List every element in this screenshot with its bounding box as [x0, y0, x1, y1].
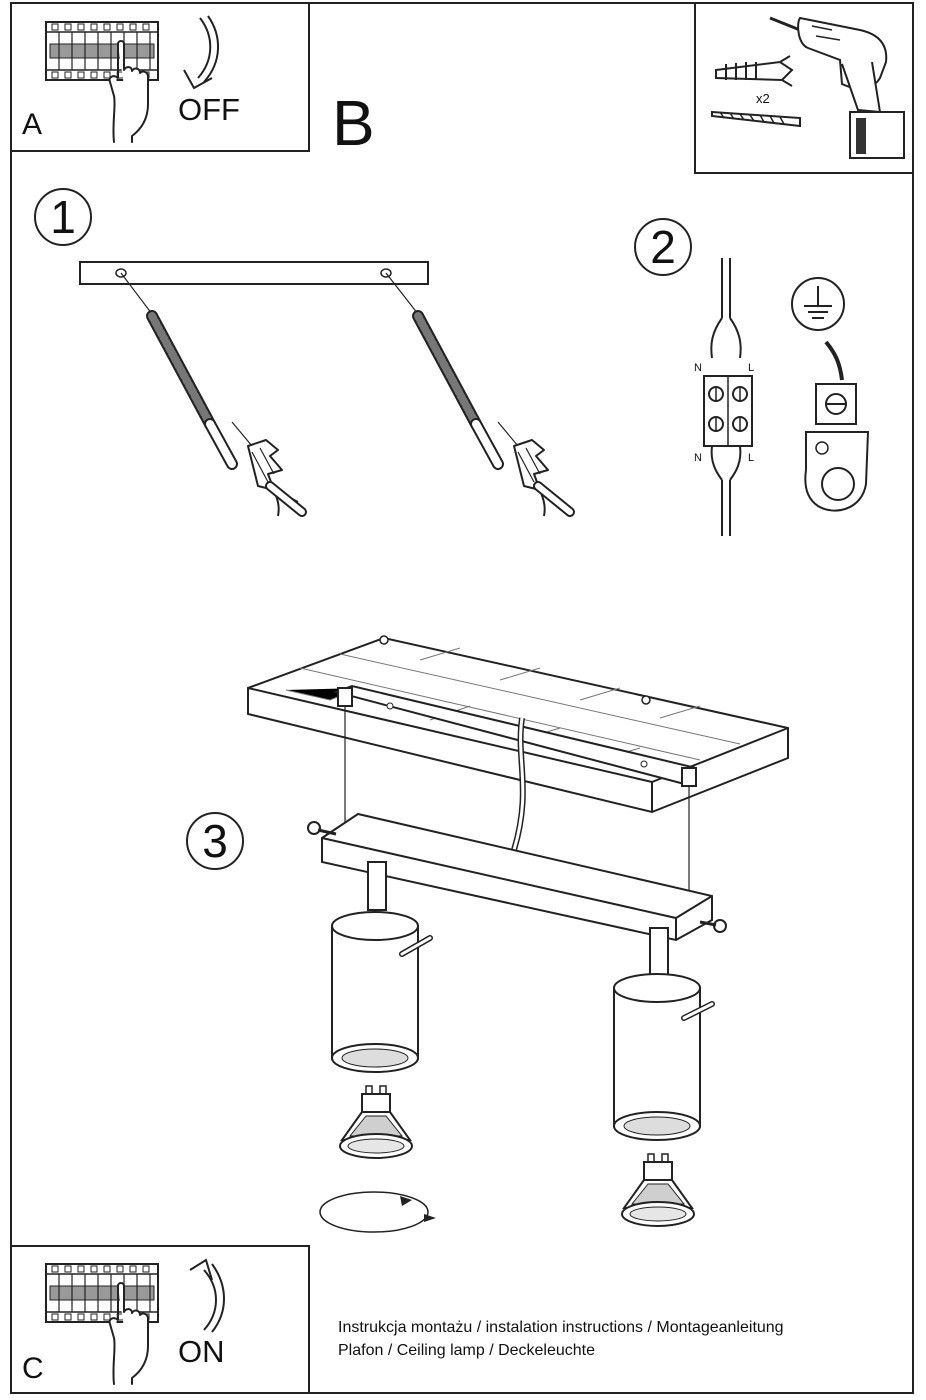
screw-icon [418, 316, 498, 464]
off-label: OFF [178, 92, 240, 127]
mounting-bar [79, 261, 429, 285]
terminal-block-icon [703, 258, 753, 536]
ceiling-plate [247, 635, 789, 814]
wall-plug-icon [715, 55, 794, 87]
live-label-top: L [748, 362, 755, 374]
screw-icon [711, 110, 801, 128]
drill-icon [769, 16, 905, 159]
step-2-badge: 2 [634, 218, 692, 276]
step-3-badge: 3 [186, 812, 244, 870]
caption-line-1: Instrukcja montażu / instalation instruc… [338, 1319, 784, 1336]
gu10-bulb-icon [621, 1153, 695, 1227]
neutral-label-top: N [694, 362, 702, 374]
panel-c-letter: C [22, 1352, 44, 1385]
spotlight-left [331, 861, 433, 1073]
panel-a-letter: A [22, 108, 43, 141]
earth-ground-icon [791, 277, 870, 512]
screw-icon [152, 316, 232, 464]
quantity-label: x2 [756, 91, 770, 106]
rotate-arrow-icon [319, 1191, 436, 1233]
neutral-label-bottom: N [694, 452, 702, 464]
caption-line-2: Plafon / Ceiling lamp / Deckeleuchte [338, 1342, 596, 1359]
lamp-base [321, 812, 713, 942]
screw-icon [307, 821, 727, 933]
arrow-down-icon [183, 15, 220, 90]
on-label: ON [178, 1334, 225, 1369]
live-label-bottom: L [748, 452, 755, 464]
spotlight-right [613, 927, 715, 1141]
page-frame [10, 2, 914, 1394]
arrow-up-icon [189, 1258, 225, 1333]
gu10-bulb-icon [339, 1085, 413, 1159]
mounting-bar [332, 684, 698, 788]
panel-b-letter: B [332, 87, 375, 159]
step-1-badge: 1 [34, 188, 92, 246]
